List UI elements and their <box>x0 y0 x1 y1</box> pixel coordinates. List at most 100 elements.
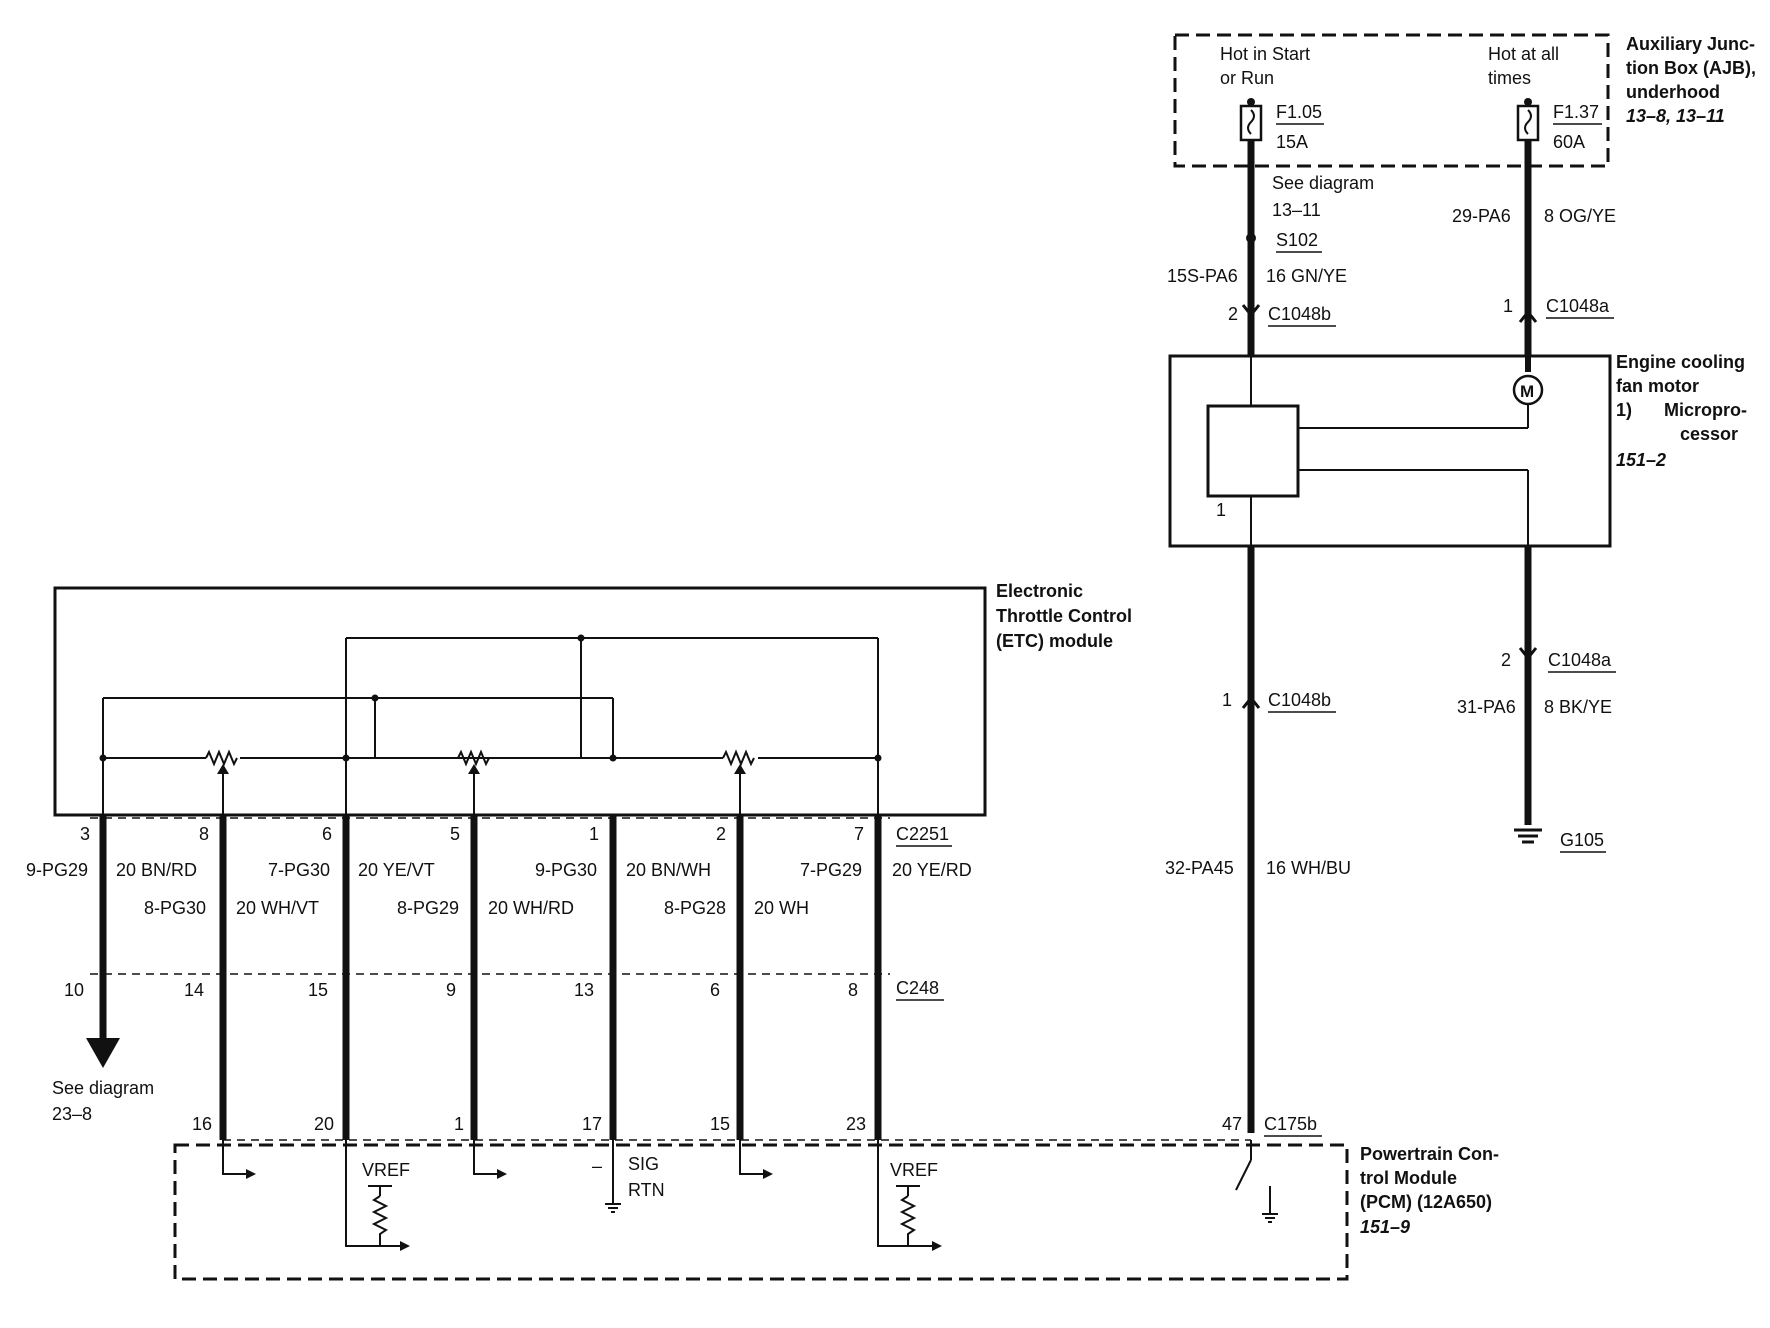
pcm-module: VREF – SIG RTN VREF <box>173 1139 1349 1281</box>
connector-c248: C248 <box>896 978 939 998</box>
left-feed-connector: C1048b <box>1268 304 1331 324</box>
fuse-right-rating: 60A <box>1553 132 1585 152</box>
ajb-label-2: tion Box (AJB), <box>1626 58 1756 78</box>
fan-feed-wires <box>1241 140 1538 355</box>
pin-mid-10: 10 <box>64 980 84 1000</box>
pcm-connector: C175b <box>1264 1114 1317 1134</box>
fuse-left-id: F1.05 <box>1276 102 1322 122</box>
pcm-label-3: (PCM) (12A650) <box>1360 1192 1492 1212</box>
fuse-f137-icon <box>1516 98 1540 142</box>
fan-motor-module: M 1 <box>1168 354 1612 548</box>
pcm-input-stub-icon <box>473 1140 507 1179</box>
potentiometer-3-icon <box>722 749 755 815</box>
etc-label-3: (ETC) module <box>996 631 1113 651</box>
connector-chevron-icon <box>1241 695 1261 709</box>
fuse-right-id: F1.37 <box>1553 102 1599 122</box>
pin-top-2: 2 <box>716 824 726 844</box>
pcm-label-1: Powertrain Con- <box>1360 1144 1499 1164</box>
right-feed-wire: 8 OG/YE <box>1544 206 1616 226</box>
left-feed-pin: 2 <box>1228 304 1238 324</box>
fan-out-right-circuit: 31-PA6 <box>1457 697 1516 717</box>
etc-module <box>53 586 987 817</box>
circuit-8-pg28: 8-PG28 <box>664 898 726 918</box>
see-diagram-2: 13–11 <box>1272 200 1321 220</box>
fuse-left-rating: 15A <box>1276 132 1308 152</box>
right-feed-pin: 1 <box>1503 296 1513 316</box>
svg-text:M: M <box>97 1046 108 1061</box>
hot-start-run-label-1: Hot in Start <box>1220 44 1310 64</box>
microprocessor-block <box>1206 404 1300 498</box>
pin-top-3: 3 <box>80 824 90 844</box>
etc-label-1: Electronic <box>996 581 1083 601</box>
fan-motor-label-2: fan motor <box>1616 376 1699 396</box>
connector-chevron-icon <box>1518 309 1538 323</box>
vref-right-label: VREF <box>890 1160 938 1180</box>
pcm-input-stub-icon <box>739 1140 773 1179</box>
wire-color-wh: 20 WH <box>754 898 809 918</box>
circuit-8-pg30: 8-PG30 <box>144 898 206 918</box>
pin-pcm-20: 20 <box>314 1114 334 1134</box>
pin-mid-8: 8 <box>848 980 858 1000</box>
etc-label-2: Throttle Control <box>996 606 1132 626</box>
fan-output-wires <box>1241 546 1542 1133</box>
fan-motor-ref: 151–2 <box>1616 450 1666 470</box>
pcm-fan-pin: 47 <box>1222 1114 1242 1134</box>
vref-right-icon <box>877 1140 942 1251</box>
circuit-7-pg29: 7-PG29 <box>800 860 862 880</box>
circuit-9-pg29: 9-PG29 <box>26 860 88 880</box>
left-feed-circuit: 15S-PA6 <box>1167 266 1238 286</box>
fan-motor-pin: 1 <box>1216 500 1226 520</box>
right-feed-connector: C1048a <box>1546 296 1610 316</box>
left-feed-wire: 16 GN/YE <box>1266 266 1347 286</box>
ajb-label-3: underhood <box>1626 82 1720 102</box>
circuit-9-pg30: 9-PG30 <box>535 860 597 880</box>
pin-top-5: 5 <box>450 824 460 844</box>
pin-top-6: 6 <box>322 824 332 844</box>
splice-label: S102 <box>1276 230 1318 250</box>
etc-see-diagram-1: See diagram <box>52 1078 154 1098</box>
circuit-8-pg29: 8-PG29 <box>397 898 459 918</box>
pin-pcm-17: 17 <box>582 1114 602 1134</box>
fan-out-left-connector: C1048b <box>1268 690 1331 710</box>
fan-motor-note-2: cessor <box>1680 424 1738 444</box>
wire-color-ye-rd: 20 YE/RD <box>892 860 972 880</box>
pin-top-1: 1 <box>589 824 599 844</box>
hot-start-run-label-2: or Run <box>1220 68 1274 88</box>
pin-mid-15: 15 <box>308 980 328 1000</box>
pin-pcm-1: 1 <box>454 1114 464 1134</box>
m-arrow-icon: M <box>86 1038 120 1068</box>
connector-chevron-icon <box>1518 647 1538 661</box>
pcm-label-2: trol Module <box>1360 1168 1457 1188</box>
connector-chevron-icon <box>1241 304 1261 318</box>
right-feed-circuit: 29-PA6 <box>1452 206 1511 226</box>
sig-dash: – <box>592 1156 602 1176</box>
sig-rtn-ground-icon <box>605 1140 621 1213</box>
wire-color-wh-vt: 20 WH/VT <box>236 898 319 918</box>
vref-left-icon <box>345 1140 410 1251</box>
pin-mid-6: 6 <box>710 980 720 1000</box>
fan-out-left-pin: 1 <box>1222 690 1232 710</box>
pin-pcm-15: 15 <box>710 1114 730 1134</box>
fan-relay-switch-icon <box>1235 1140 1278 1223</box>
splice-dot-icon <box>1246 233 1256 243</box>
pin-mid-13: 13 <box>574 980 594 1000</box>
etc-see-diagram-2: 23–8 <box>52 1104 92 1124</box>
ajb-label-1: Auxiliary Junc- <box>1626 34 1755 54</box>
fan-motor-note-num: 1) <box>1616 400 1632 420</box>
vref-left-label: VREF <box>362 1160 410 1180</box>
fan-out-right-connector: C1048a <box>1548 650 1612 670</box>
pin-top-7: 7 <box>854 824 864 844</box>
circuit-7-pg30: 7-PG30 <box>268 860 330 880</box>
auxiliary-junction-box: Hot in Start or Run Hot at all times F1.… <box>1173 33 1610 168</box>
wire-color-ye-vt: 20 YE/VT <box>358 860 435 880</box>
connector-c2251: C2251 <box>896 824 949 844</box>
potentiometer-1-icon <box>205 749 238 815</box>
ajb-ref: 13–8, 13–11 <box>1626 106 1725 126</box>
wire-color-bn-rd: 20 BN/RD <box>116 860 197 880</box>
ground-label: G105 <box>1560 830 1604 850</box>
pin-mid-9: 9 <box>446 980 456 1000</box>
wire-color-wh-rd: 20 WH/RD <box>488 898 574 918</box>
sig-label: SIG <box>628 1154 659 1174</box>
fan-out-left-wire: 16 WH/BU <box>1266 858 1351 878</box>
